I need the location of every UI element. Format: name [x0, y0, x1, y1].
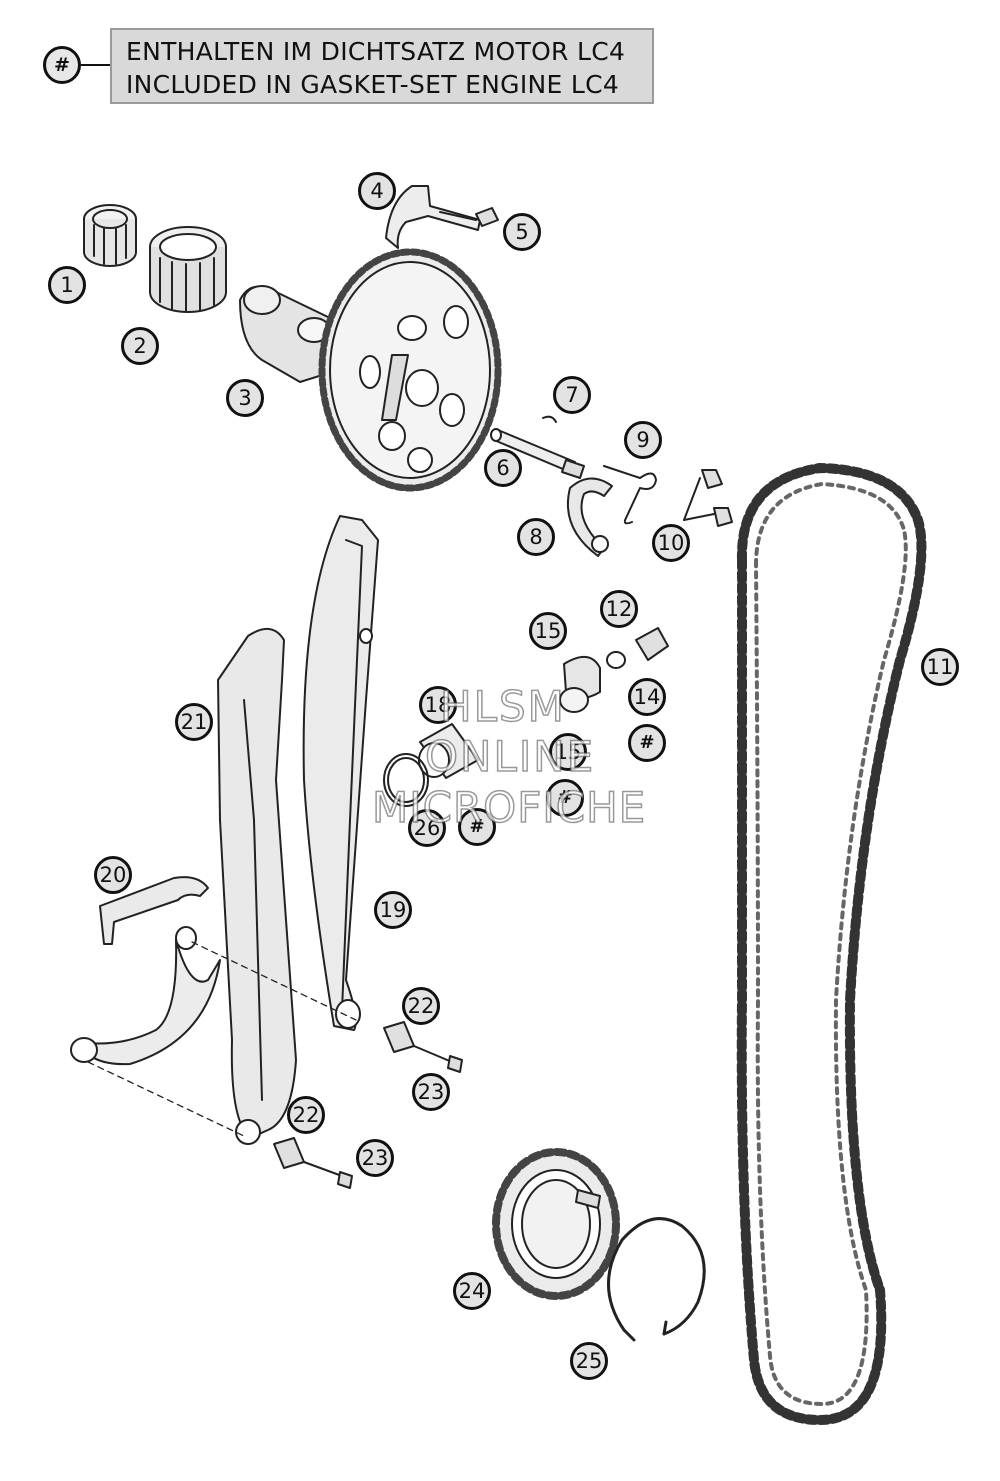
- watermark-line-1: HLSM: [439, 681, 566, 732]
- clip-part: [542, 415, 557, 423]
- callout-15-lower[interactable]: 15: [549, 733, 587, 771]
- callout-hash-2[interactable]: #: [546, 779, 584, 817]
- bearing-ring-part: [149, 226, 227, 313]
- crank-bracket-part: [70, 876, 221, 1066]
- bolt-part-5: [439, 207, 499, 227]
- callout-5[interactable]: 5: [503, 213, 541, 251]
- callout-22-lower[interactable]: 22: [287, 1096, 325, 1134]
- timing-chain-part: [736, 463, 927, 1425]
- callout-22-upper[interactable]: 22: [402, 987, 440, 1025]
- watermark-line-3: MICROFICHE: [371, 782, 647, 833]
- needle-bearing-part: [83, 204, 137, 267]
- callout-6[interactable]: 6: [484, 449, 522, 487]
- callout-26[interactable]: 26: [408, 809, 446, 847]
- callout-3[interactable]: 3: [226, 379, 264, 417]
- legend-text-german: ENTHALTEN IM DICHTSATZ MOTOR LC4: [126, 37, 626, 66]
- callout-8[interactable]: 8: [517, 518, 555, 556]
- bolt-part-10: [683, 469, 733, 527]
- callout-25[interactable]: 25: [570, 1342, 608, 1380]
- callout-14[interactable]: 14: [628, 678, 666, 716]
- camshaft-sprocket-part: [239, 248, 502, 492]
- sleeve-bolt-parts: [273, 1021, 463, 1189]
- callout-21[interactable]: 21: [175, 703, 213, 741]
- callout-9[interactable]: 9: [624, 421, 662, 459]
- bracket-part: [385, 185, 481, 249]
- callout-15-upper[interactable]: 15: [529, 612, 567, 650]
- callout-hash-1[interactable]: #: [628, 724, 666, 762]
- legend-hash-marker: #: [43, 46, 81, 84]
- assembly-lines: [87, 941, 357, 1137]
- legend-box: ENTHALTEN IM DICHTSATZ MOTOR LC4 INCLUDE…: [110, 28, 654, 104]
- callout-1[interactable]: 1: [48, 266, 86, 304]
- callout-18[interactable]: 18: [419, 686, 457, 724]
- callout-20[interactable]: 20: [94, 856, 132, 894]
- legend-connector-line: [81, 64, 111, 66]
- callout-4[interactable]: 4: [358, 172, 396, 210]
- callout-10[interactable]: 10: [652, 524, 690, 562]
- watermark-line-2: ONLINE: [424, 731, 596, 782]
- crank-sprocket-part: [492, 1148, 620, 1300]
- callout-11[interactable]: 11: [921, 648, 959, 686]
- callout-23-lower[interactable]: 23: [356, 1139, 394, 1177]
- callout-7[interactable]: 7: [553, 376, 591, 414]
- tensioner-rail-part: [302, 515, 379, 1031]
- spring-part: [603, 465, 657, 525]
- guide-rail-part: [217, 628, 297, 1145]
- tensioner-shoe-part: [566, 477, 613, 557]
- tensioner-assembly-part: [383, 627, 669, 807]
- callout-24[interactable]: 24: [453, 1272, 491, 1310]
- callout-19[interactable]: 19: [374, 891, 412, 929]
- callout-hash-3[interactable]: #: [458, 808, 496, 846]
- callout-23-upper[interactable]: 23: [412, 1073, 450, 1111]
- callout-12[interactable]: 12: [600, 590, 638, 628]
- legend-text-english: INCLUDED IN GASKET-SET ENGINE LC4: [126, 70, 620, 99]
- pin-part: [490, 428, 585, 479]
- circlip-part: [607, 1217, 706, 1342]
- callout-2[interactable]: 2: [121, 327, 159, 365]
